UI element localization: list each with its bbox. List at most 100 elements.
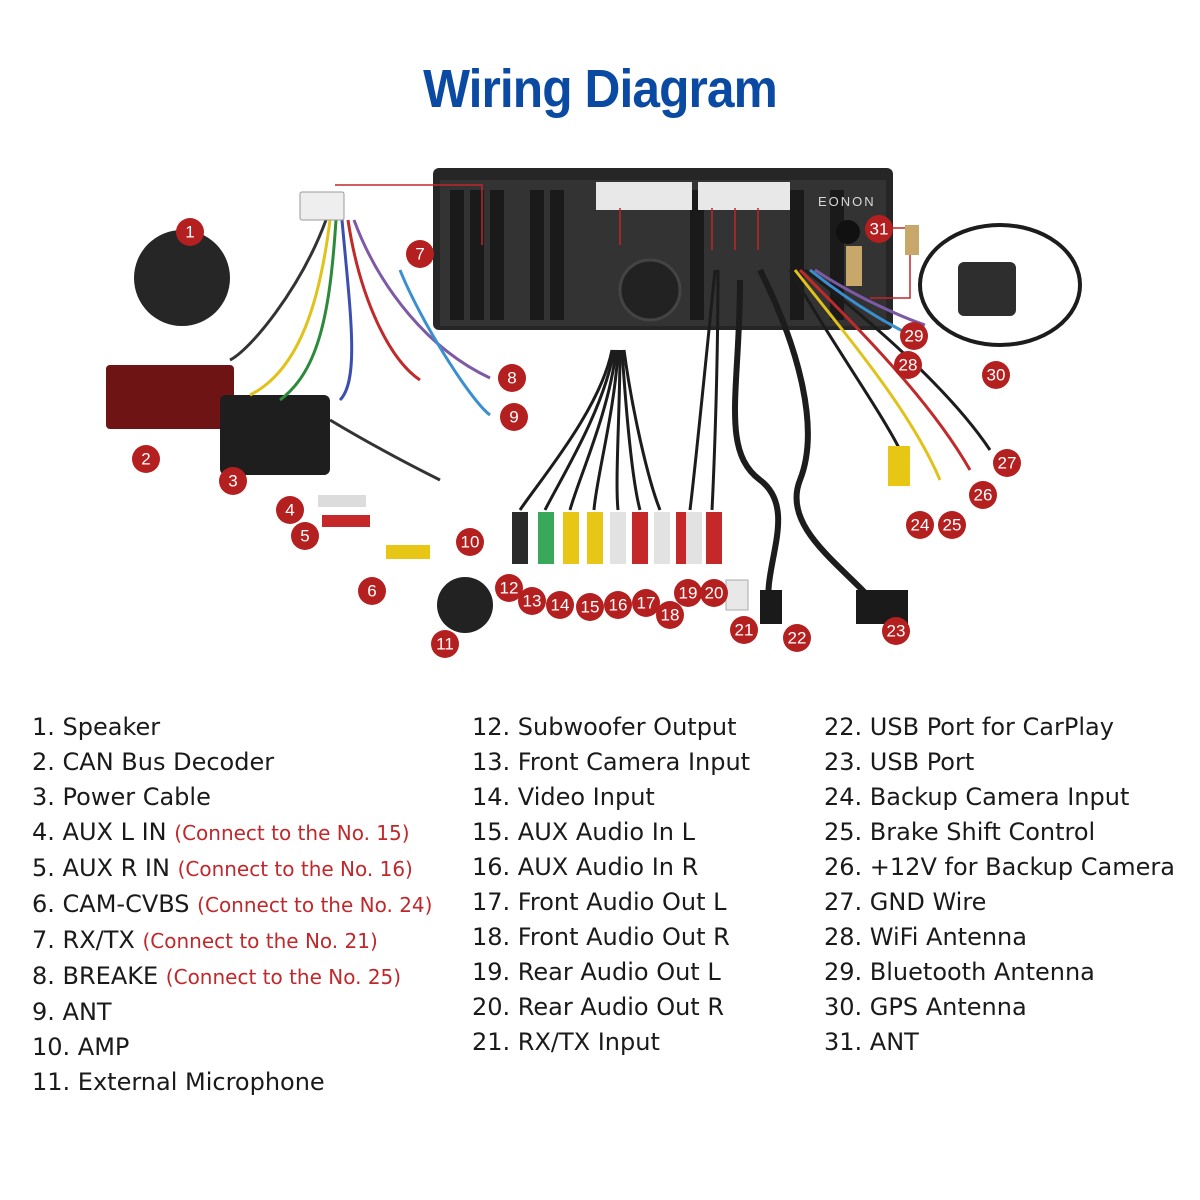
legend-item: 10. AMP [32, 1030, 432, 1065]
legend-label: 15. AUX Audio In L [472, 818, 695, 846]
legend-label: 31. ANT [824, 1028, 919, 1056]
gps-antenna [958, 262, 1016, 316]
legend-label: 25. Brake Shift Control [824, 818, 1096, 846]
svg-text:7: 7 [415, 245, 424, 264]
legend-label: 16. AUX Audio In R [472, 853, 699, 881]
legend-column-3: 22. USB Port for CarPlay 23. USB Port 24. … [824, 710, 1175, 1060]
svg-text:13: 13 [523, 592, 542, 611]
harness-connector [596, 182, 692, 210]
ant-port [836, 220, 860, 244]
callout-badge-16: 16 [604, 591, 632, 619]
legend-item: 16. AUX Audio In R [472, 850, 750, 885]
callout-badge-22: 22 [783, 624, 811, 652]
callout-badge-12: 12 [495, 574, 523, 602]
power-cable-connector [220, 395, 330, 475]
legend-label: 8. BREAKE [32, 962, 159, 990]
svg-text:1: 1 [185, 223, 194, 242]
callout-badge-15: 15 [576, 593, 604, 621]
callout-badge-8: 8 [498, 364, 526, 392]
fan [618, 258, 682, 322]
legend-item: 19. Rear Audio Out L [472, 955, 750, 990]
legend-label: 22. USB Port for CarPlay [824, 713, 1114, 741]
callout-badge-10: 10 [456, 528, 484, 556]
iso-connector [299, 191, 345, 221]
callout-badge-19: 19 [674, 579, 702, 607]
legend-column-1: 1. Speaker 2. CAN Bus Decoder 3. Power Cab… [32, 710, 432, 1100]
legend-item: 17. Front Audio Out L [472, 885, 750, 920]
callout-badge-27: 27 [993, 449, 1021, 477]
legend-connection-note: (Connect to the No. 24) [197, 893, 433, 917]
callout-badge-5: 5 [291, 522, 319, 550]
legend-item: 11. External Microphone [32, 1065, 432, 1100]
callout-badge-18: 18 [656, 601, 684, 629]
legend-label: 9. ANT [32, 998, 112, 1026]
legend-item: 18. Front Audio Out R [472, 920, 750, 955]
legend-label: 4. AUX L IN [32, 818, 167, 846]
legend-item: 13. Front Camera Input [472, 745, 750, 780]
svg-text:26: 26 [974, 486, 993, 505]
svg-text:30: 30 [987, 366, 1006, 385]
callout-badge-14: 14 [546, 591, 574, 619]
legend-connection-note: (Connect to the No. 16) [177, 857, 413, 881]
svg-text:12: 12 [500, 579, 519, 598]
svg-text:22: 22 [788, 629, 807, 648]
legend-connection-note: (Connect to the No. 15) [174, 821, 410, 845]
svg-text:21: 21 [735, 621, 754, 640]
legend-item: 4. AUX L IN (Connect to the No. 15) [32, 815, 432, 851]
callout-badge-30: 30 [982, 361, 1010, 389]
legend-label: 20. Rear Audio Out R [472, 993, 725, 1021]
wiring-diagram-illustration: EONON [106, 168, 1082, 658]
legend-label: 18. Front Audio Out R [472, 923, 730, 951]
callout-badge-6: 6 [358, 577, 386, 605]
legend-label: 28. WiFi Antenna [824, 923, 1027, 951]
callout-badge-1: 1 [176, 218, 204, 246]
svg-text:19: 19 [679, 584, 698, 603]
callout-badge-7: 7 [406, 240, 434, 268]
aux-rca-plugs [318, 495, 430, 559]
legend-item: 8. BREAKE (Connect to the No. 25) [32, 959, 432, 995]
svg-text:8: 8 [507, 369, 516, 388]
legend-item: 27. GND Wire [824, 885, 1175, 920]
center-rca-plugs [512, 512, 722, 564]
legend-item: 31. ANT [824, 1025, 1175, 1060]
legend-label: 30. GPS Antenna [824, 993, 1027, 1021]
callout-badge-26: 26 [969, 481, 997, 509]
legend-item: 9. ANT [32, 995, 432, 1030]
legend-label: 7. RX/TX [32, 926, 135, 954]
legend-label: 5. AUX R IN [32, 854, 170, 882]
svg-text:29: 29 [905, 327, 924, 346]
callout-badge-23: 23 [882, 617, 910, 645]
head-unit: EONON [433, 168, 893, 330]
brand-logo: EONON [818, 194, 876, 209]
legend-item: 22. USB Port for CarPlay [824, 710, 1175, 745]
legend-item: 6. CAM-CVBS (Connect to the No. 24) [32, 887, 432, 923]
legend-item: 1. Speaker [32, 710, 432, 745]
svg-text:31: 31 [870, 220, 889, 239]
legend-item: 23. USB Port [824, 745, 1175, 780]
svg-text:16: 16 [609, 596, 628, 615]
callout-badge-28: 28 [894, 351, 922, 379]
svg-text:28: 28 [899, 356, 918, 375]
antenna-port [846, 246, 862, 286]
legend-label: 19. Rear Audio Out L [472, 958, 721, 986]
svg-text:15: 15 [581, 598, 600, 617]
legend-item: 12. Subwoofer Output [472, 710, 750, 745]
legend-connection-note: (Connect to the No. 25) [165, 965, 402, 989]
rx-tx-connector [725, 579, 749, 611]
legend-label: 2. CAN Bus Decoder [32, 748, 275, 776]
legend-label: 1. Speaker [32, 713, 161, 741]
legend-label: 3. Power Cable [32, 783, 211, 811]
callout-badge-17: 17 [632, 589, 660, 617]
legend-item: 21. RX/TX Input [472, 1025, 750, 1060]
legend-label: 17. Front Audio Out L [472, 888, 727, 916]
legend-label: 21. RX/TX Input [472, 1028, 660, 1056]
legend-label: 23. USB Port [824, 748, 975, 776]
svg-text:23: 23 [887, 622, 906, 641]
callout-badge-2: 2 [132, 445, 160, 473]
legend-item: 3. Power Cable [32, 780, 432, 815]
usb-carplay-plug [760, 590, 782, 624]
callout-badge-11: 11 [431, 630, 459, 658]
harness-connector [698, 182, 790, 210]
legend-item: 28. WiFi Antenna [824, 920, 1175, 955]
legend-item: 24. Backup Camera Input [824, 780, 1175, 815]
